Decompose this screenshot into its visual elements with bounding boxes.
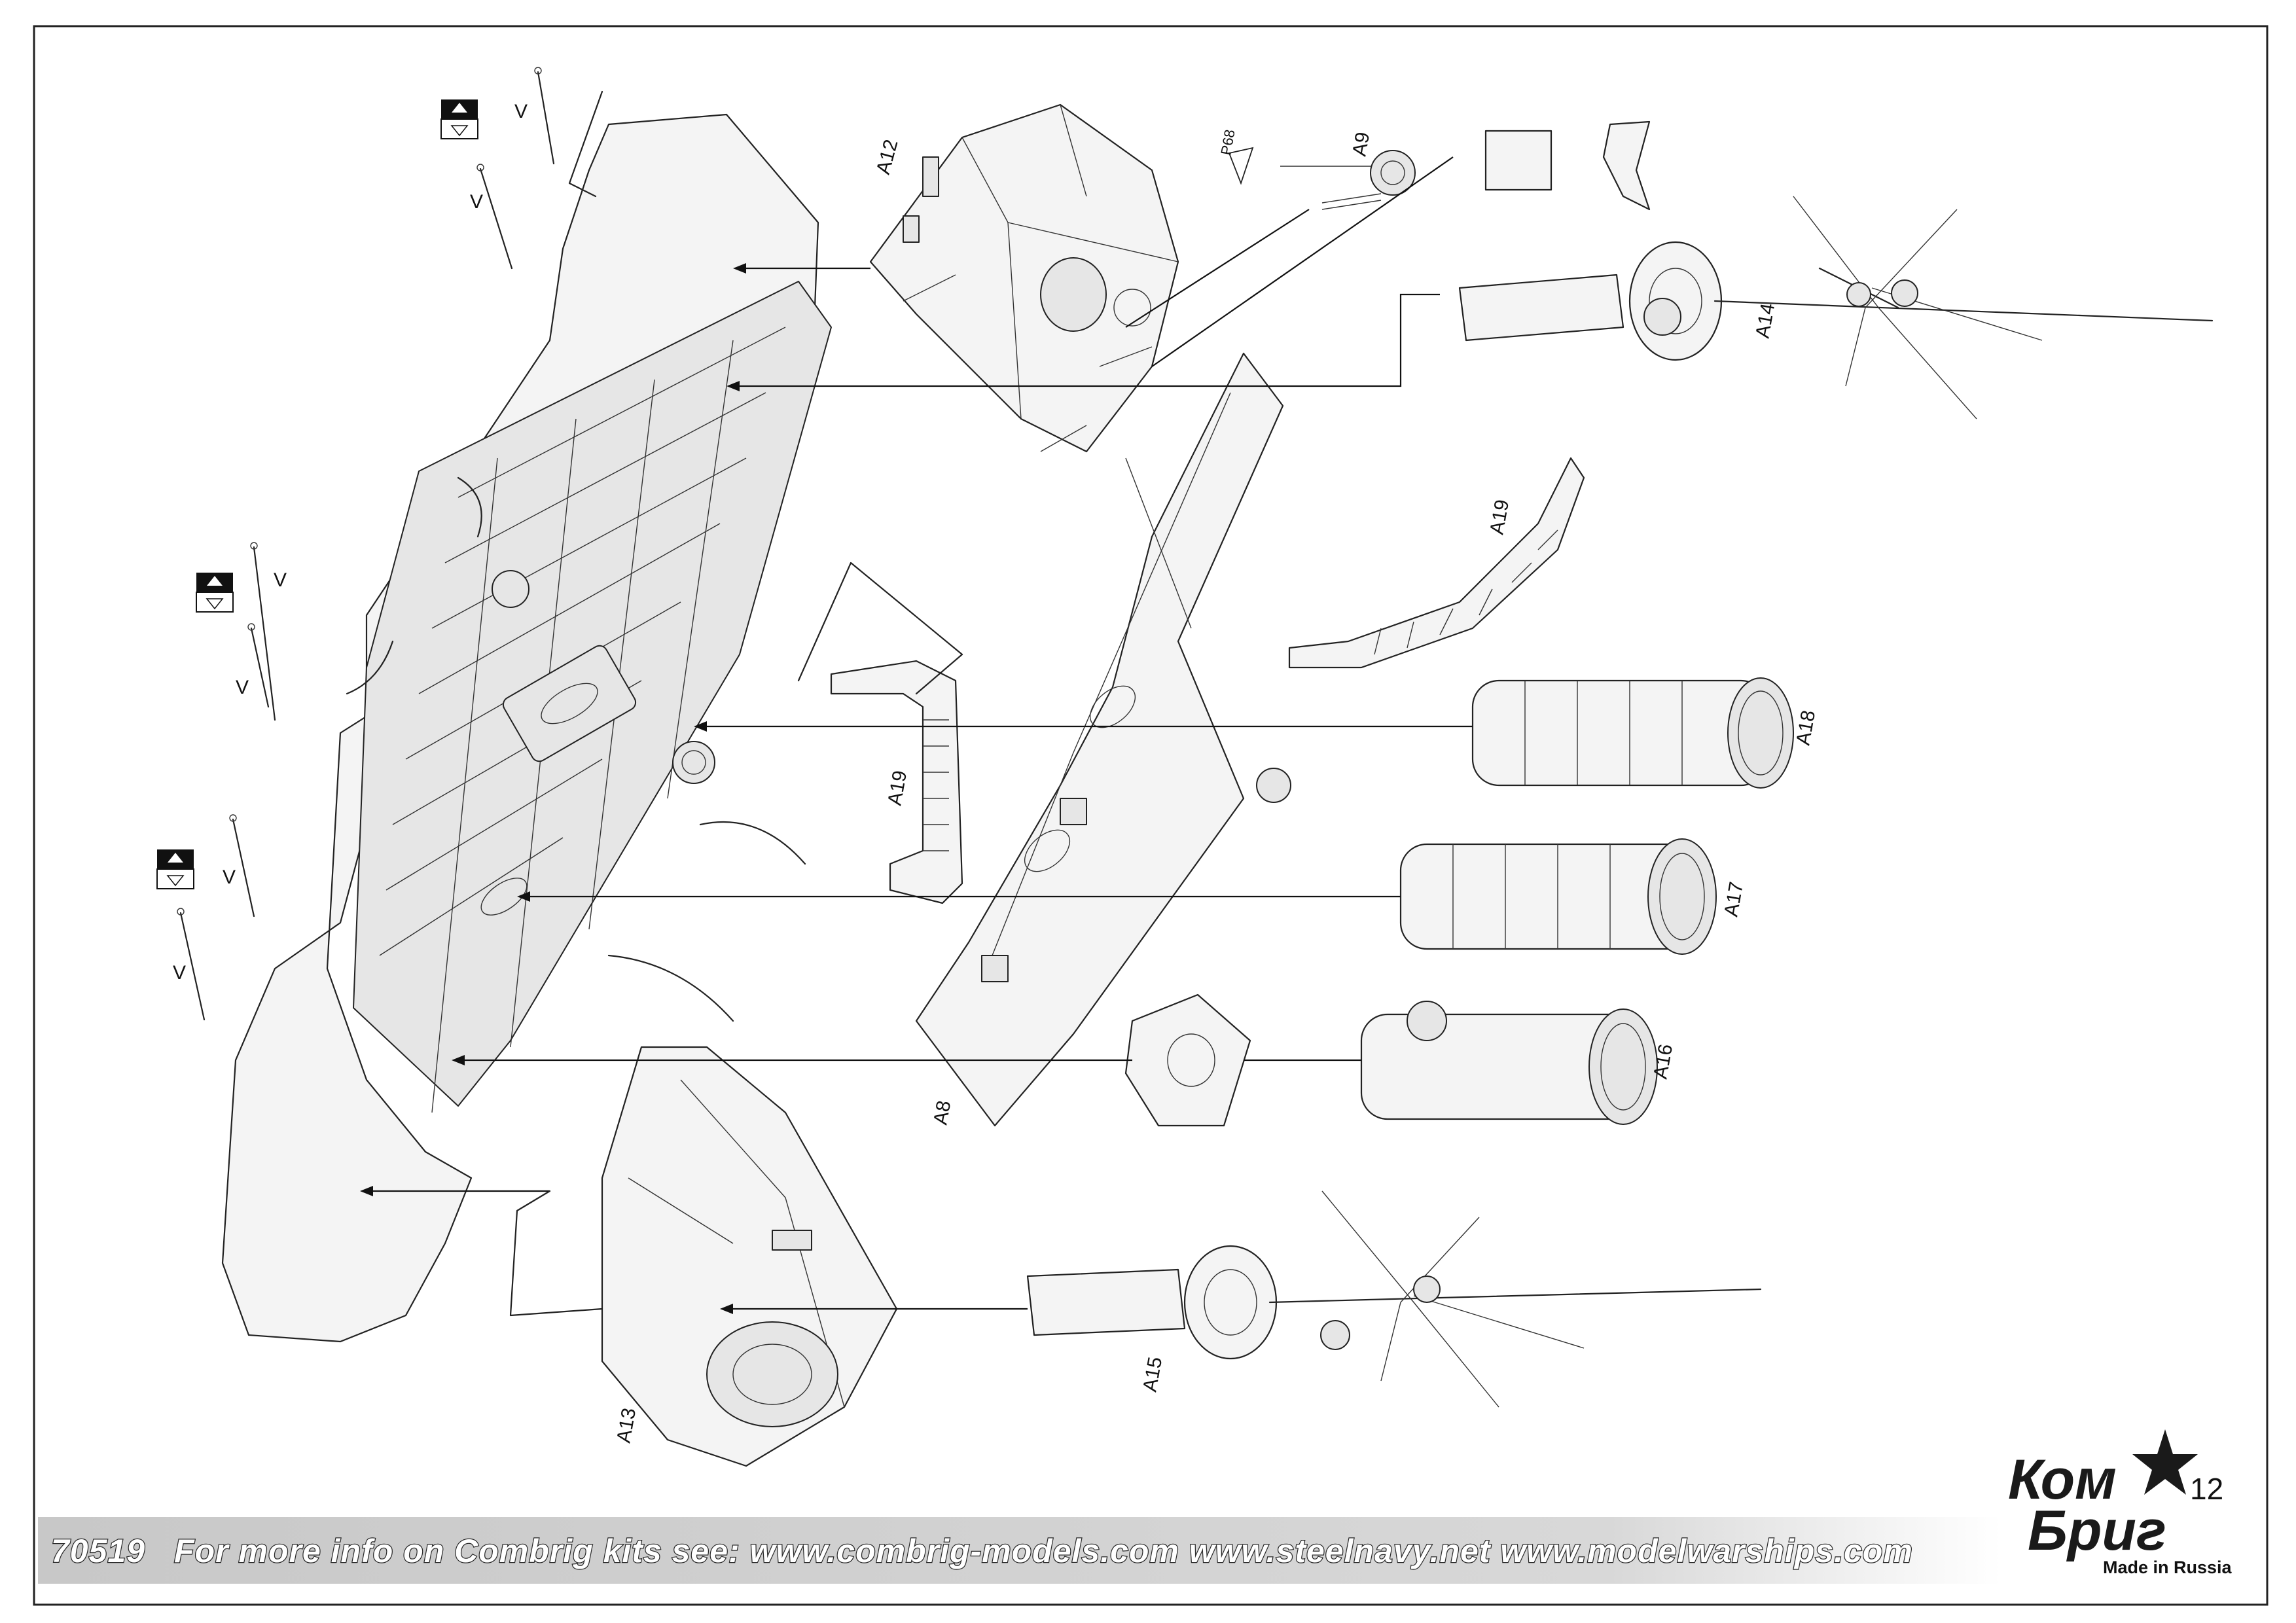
- part-label-a13: A13: [613, 1406, 640, 1444]
- v-mark: V: [274, 569, 287, 591]
- footer-band: [38, 1517, 2001, 1584]
- v-mark: V: [470, 191, 483, 213]
- part-a13: A13: [601, 1046, 898, 1467]
- part-label-a17: A17: [1720, 880, 1748, 918]
- flip-indicator-icon: [440, 99, 478, 139]
- part-a18: A18: [1471, 677, 1820, 789]
- part-frame-block: [1124, 993, 1251, 1127]
- kombrig-logo: Ком Бриг: [2008, 1429, 2198, 1562]
- flip-indicator-icon: [156, 849, 194, 889]
- flip-indicator-icons: [156, 99, 478, 889]
- part-label-a8: A8: [929, 1099, 955, 1126]
- part-label-a19-lower: A19: [884, 769, 911, 807]
- part-a17: A17: [1399, 838, 1748, 955]
- flip-indicator-icon: [196, 573, 234, 613]
- assembly-arrows: [360, 90, 1473, 1317]
- v-mark: V: [514, 101, 528, 122]
- logo-star-icon: [2132, 1429, 2198, 1495]
- v-mark: V: [173, 962, 186, 984]
- part-a16: A16: [1360, 1001, 1677, 1125]
- kit-number: 70519: [50, 1532, 146, 1571]
- v-mark: V: [223, 866, 236, 888]
- footer-info-text: For more info on Combrig kits see: www.c…: [173, 1532, 1913, 1571]
- page-number: 12: [2190, 1472, 2224, 1506]
- part-label-a9: A9: [1348, 130, 1374, 158]
- logo-line-1: Ком: [2008, 1448, 2117, 1511]
- part-a15: A15: [1026, 1190, 1762, 1408]
- part-a12: A12: [869, 103, 1179, 453]
- part-a9: A9 P68: [1217, 128, 1416, 210]
- superstructure-assembly: [221, 113, 832, 1343]
- part-small-blocks: [1484, 120, 1651, 211]
- part-label-a12: A12: [872, 137, 903, 177]
- part-a8: A8: [915, 352, 1291, 1126]
- made-in-russia: Made in Russia: [2103, 1558, 2232, 1577]
- part-label-a15: A15: [1139, 1355, 1166, 1393]
- v-marks: V V V V V V: [173, 101, 528, 984]
- part-label-a18: A18: [1792, 709, 1820, 747]
- part-a14: A14: [1458, 196, 2214, 419]
- part-a19-lower: A19: [830, 660, 963, 904]
- mast-pins: [177, 67, 555, 1021]
- logo-line-2: Бриг: [2028, 1499, 2166, 1562]
- part-label-a14: A14: [1751, 302, 1779, 340]
- v-mark: V: [236, 677, 249, 698]
- page-frame: [33, 25, 2269, 1606]
- part-a19-upper: A19: [1288, 457, 1585, 669]
- footer-info: 70519 For more info on Combrig kits see: …: [50, 1531, 1913, 1571]
- part-label-a19-upper: A19: [1486, 498, 1513, 536]
